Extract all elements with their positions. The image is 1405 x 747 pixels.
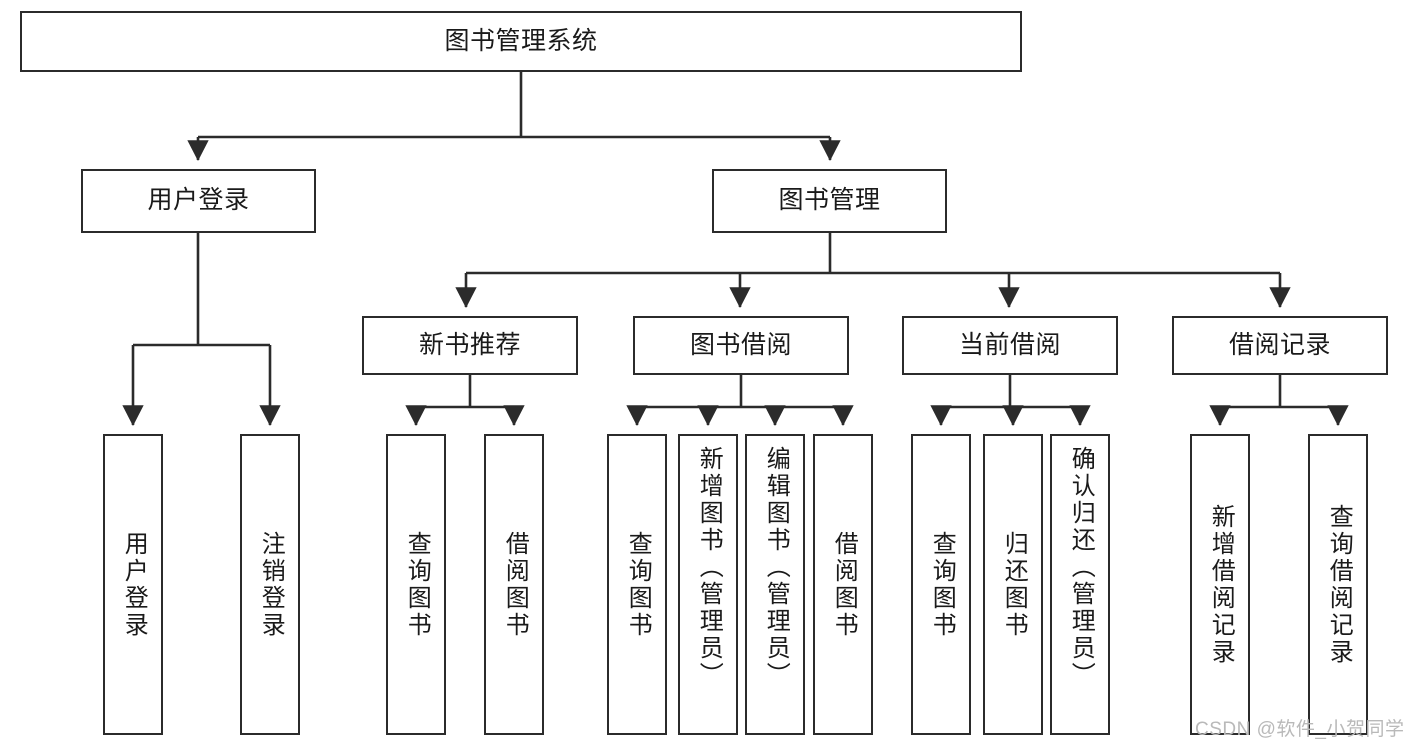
node-leaf-add-record[interactable]: 新增借阅记录 bbox=[1190, 434, 1250, 735]
node-leaf-query-book-1[interactable]: 查询图书 bbox=[386, 434, 446, 735]
watermark-text: CSDN @软件_小贺同学 bbox=[1195, 719, 1405, 740]
node-borrow-record-label: 借阅记录 bbox=[1228, 330, 1331, 359]
node-leaf-borrow-book-1-label: 借阅图书 bbox=[501, 530, 529, 639]
node-leaf-add-book-label: 新增图书（管理员） bbox=[695, 446, 723, 689]
node-new-book-recommend[interactable]: 新书推荐 bbox=[362, 316, 578, 375]
node-book-manage-label: 图书管理 bbox=[778, 186, 881, 215]
node-borrow-record[interactable]: 借阅记录 bbox=[1172, 316, 1388, 375]
node-leaf-user-logout-label: 注销登录 bbox=[257, 530, 285, 639]
node-leaf-edit-book-label: 编辑图书（管理员） bbox=[762, 446, 790, 689]
node-leaf-return-book-label: 归还图书 bbox=[1000, 530, 1028, 639]
node-leaf-confirm-return-label: 确认归还（管理员） bbox=[1067, 446, 1095, 689]
node-leaf-add-record-label: 新增借阅记录 bbox=[1207, 503, 1235, 666]
node-user-login[interactable]: 用户登录 bbox=[81, 169, 316, 233]
node-book-borrow-label: 图书借阅 bbox=[689, 330, 792, 359]
node-current-borrow[interactable]: 当前借阅 bbox=[902, 316, 1118, 375]
node-leaf-query-book-1-label: 查询图书 bbox=[403, 530, 431, 639]
node-root[interactable]: 图书管理系统 bbox=[20, 11, 1022, 72]
node-leaf-query-record[interactable]: 查询借阅记录 bbox=[1308, 434, 1368, 735]
node-user-login-label: 用户登录 bbox=[147, 186, 250, 215]
node-leaf-query-record-label: 查询借阅记录 bbox=[1325, 503, 1353, 666]
node-leaf-borrow-book-1[interactable]: 借阅图书 bbox=[484, 434, 544, 735]
node-new-book-recommend-label: 新书推荐 bbox=[418, 330, 521, 359]
node-current-borrow-label: 当前借阅 bbox=[958, 330, 1061, 359]
node-leaf-user-login[interactable]: 用户登录 bbox=[103, 434, 163, 735]
node-leaf-query-book-3[interactable]: 查询图书 bbox=[911, 434, 971, 735]
node-leaf-query-book-2-label: 查询图书 bbox=[624, 530, 652, 639]
node-leaf-borrow-book-2-label: 借阅图书 bbox=[830, 530, 858, 639]
node-leaf-query-book-3-label: 查询图书 bbox=[928, 530, 956, 639]
node-leaf-add-book[interactable]: 新增图书（管理员） bbox=[678, 434, 738, 735]
node-leaf-confirm-return[interactable]: 确认归还（管理员） bbox=[1050, 434, 1110, 735]
node-leaf-return-book[interactable]: 归还图书 bbox=[983, 434, 1043, 735]
node-leaf-query-book-2[interactable]: 查询图书 bbox=[607, 434, 667, 735]
node-book-manage[interactable]: 图书管理 bbox=[712, 169, 947, 233]
node-leaf-user-login-label: 用户登录 bbox=[120, 530, 148, 639]
node-leaf-user-logout[interactable]: 注销登录 bbox=[240, 434, 300, 735]
node-book-borrow[interactable]: 图书借阅 bbox=[633, 316, 849, 375]
node-root-label: 图书管理系统 bbox=[444, 26, 598, 55]
node-leaf-edit-book[interactable]: 编辑图书（管理员） bbox=[745, 434, 805, 735]
node-leaf-borrow-book-2[interactable]: 借阅图书 bbox=[813, 434, 873, 735]
